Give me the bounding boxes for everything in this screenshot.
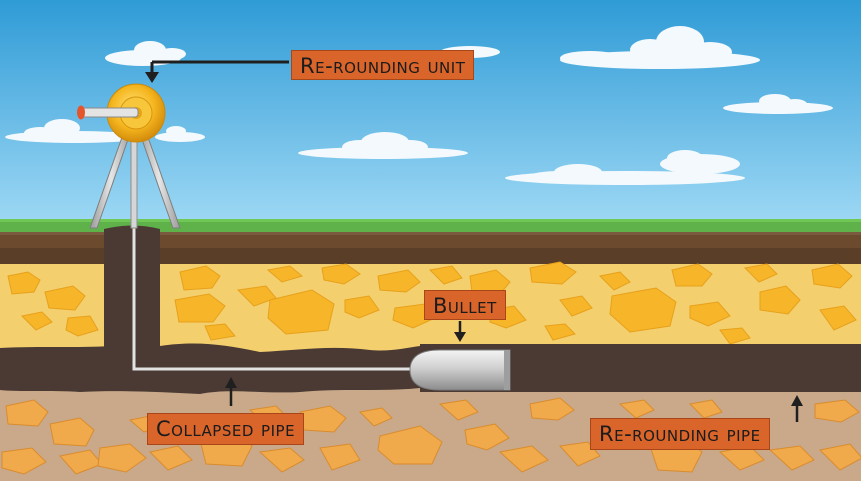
arrow-icon: [145, 60, 289, 83]
cloud: [723, 94, 833, 114]
yellow-rocks: [7, 261, 857, 345]
rerounding-unit-icon: [77, 83, 181, 229]
cloud: [560, 26, 760, 69]
arrow-icon: [791, 395, 803, 422]
label-rerounding-unit: Re-rounding unit: [291, 50, 475, 80]
arrows: [145, 60, 803, 422]
cloud: [5, 119, 145, 143]
cloud: [155, 126, 205, 142]
cloud: [298, 132, 468, 159]
bullet-icon: [409, 349, 511, 391]
arrow-icon: [225, 377, 237, 406]
label-bullet: Bullet: [424, 290, 506, 320]
cloud: [505, 150, 745, 185]
label-rerounding-pipe: Re-rounding pipe: [590, 418, 770, 450]
label-collapsed-pipe: Collapsed pipe: [147, 413, 305, 445]
arrow-icon: [454, 321, 466, 342]
access-shaft: [104, 225, 160, 350]
grass: [0, 219, 861, 235]
clouds: [5, 26, 833, 185]
